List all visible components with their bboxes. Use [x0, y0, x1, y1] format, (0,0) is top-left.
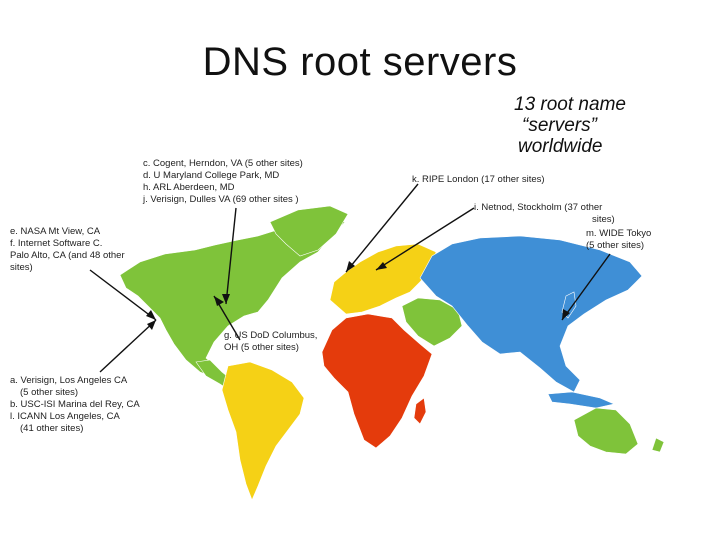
arrowhead-k [346, 261, 355, 272]
arrowhead-abl [147, 320, 156, 330]
label-i-line: i. Netnod, Stockholm (37 other [474, 202, 603, 213]
arrow-cdhj [225, 207, 237, 305]
label-abl: a. Verisign, Los Angeles CA (5 other sit… [10, 375, 140, 435]
subtitle-line-2: “servers” [522, 115, 597, 136]
arrowhead-m [562, 309, 570, 320]
label-ef-line: f. Internet Software C. [10, 238, 103, 249]
label-cdhj-line: j. Verisign, Dulles VA (69 other sites ) [143, 194, 299, 205]
label-cdhj-line: c. Cogent, Herndon, VA (5 other sites) [143, 158, 303, 169]
label-abl-line: b. USC-ISI Marina del Rey, CA [10, 399, 140, 410]
label-m: m. WIDE Tokyo (5 other sites) [586, 228, 651, 252]
arrow-k [345, 183, 419, 273]
label-ef-line: sites) [10, 262, 33, 273]
label-ef-line: e. NASA Mt View, CA [10, 226, 101, 237]
region-greenland [269, 205, 349, 257]
region-indonesia [547, 391, 615, 409]
label-m-line: (5 other sites) [586, 240, 645, 251]
region-north-america [119, 217, 346, 379]
label-abl-line: l. ICANN Los Angeles, CA [10, 411, 120, 422]
arrow-i [375, 207, 475, 271]
label-cdhj-line: h. ARL Aberdeen, MD [143, 182, 235, 193]
label-i: i. Netnod, Stockholm (37 other sites) [474, 202, 615, 226]
region-africa [321, 313, 433, 449]
arrowhead-g [214, 296, 224, 306]
arrowhead-i [376, 262, 387, 270]
arrowheads [146, 261, 570, 330]
label-ef: e. NASA Mt View, CA f. Internet Software… [10, 226, 125, 274]
label-ef-line: Palo Alto, CA (and 48 other [10, 250, 125, 261]
subtitle: 13 root name “servers” worldwide [514, 94, 626, 157]
arrowhead-cdhj [222, 294, 230, 304]
subtitle-line-1: 13 root name [514, 94, 626, 115]
label-k: k. RIPE London (17 other sites) [412, 174, 545, 186]
label-g: g. US DoD Columbus, OH (5 other sites) [224, 330, 317, 354]
region-new-zealand [651, 437, 665, 453]
region-middle-east [401, 297, 463, 347]
slide-title: DNS root servers [202, 40, 518, 84]
region-asia [419, 235, 643, 393]
label-cdhj-line: d. U Maryland College Park, MD [143, 170, 280, 181]
label-g-line: OH (5 other sites) [224, 342, 299, 353]
region-australia [573, 407, 639, 455]
label-abl-line: (5 other sites) [20, 387, 79, 398]
arrowhead-ef [146, 310, 156, 320]
arrow-abl [99, 319, 157, 373]
region-madagascar [413, 397, 427, 425]
label-abl-line: a. Verisign, Los Angeles CA [10, 375, 128, 386]
label-cdhj: c. Cogent, Herndon, VA (5 other sites) d… [143, 158, 303, 206]
label-k-line: k. RIPE London (17 other sites) [412, 174, 545, 185]
label-g-line: g. US DoD Columbus, [224, 330, 318, 341]
label-abl-line: (41 other sites) [20, 423, 84, 434]
arrow-ef [89, 269, 157, 321]
region-south-america [221, 361, 305, 501]
subtitle-line-3: worldwide [518, 136, 603, 157]
arrow-m [561, 253, 611, 321]
label-m-line: m. WIDE Tokyo [586, 228, 652, 239]
label-i-line: sites) [592, 214, 615, 225]
arrows [89, 183, 611, 373]
